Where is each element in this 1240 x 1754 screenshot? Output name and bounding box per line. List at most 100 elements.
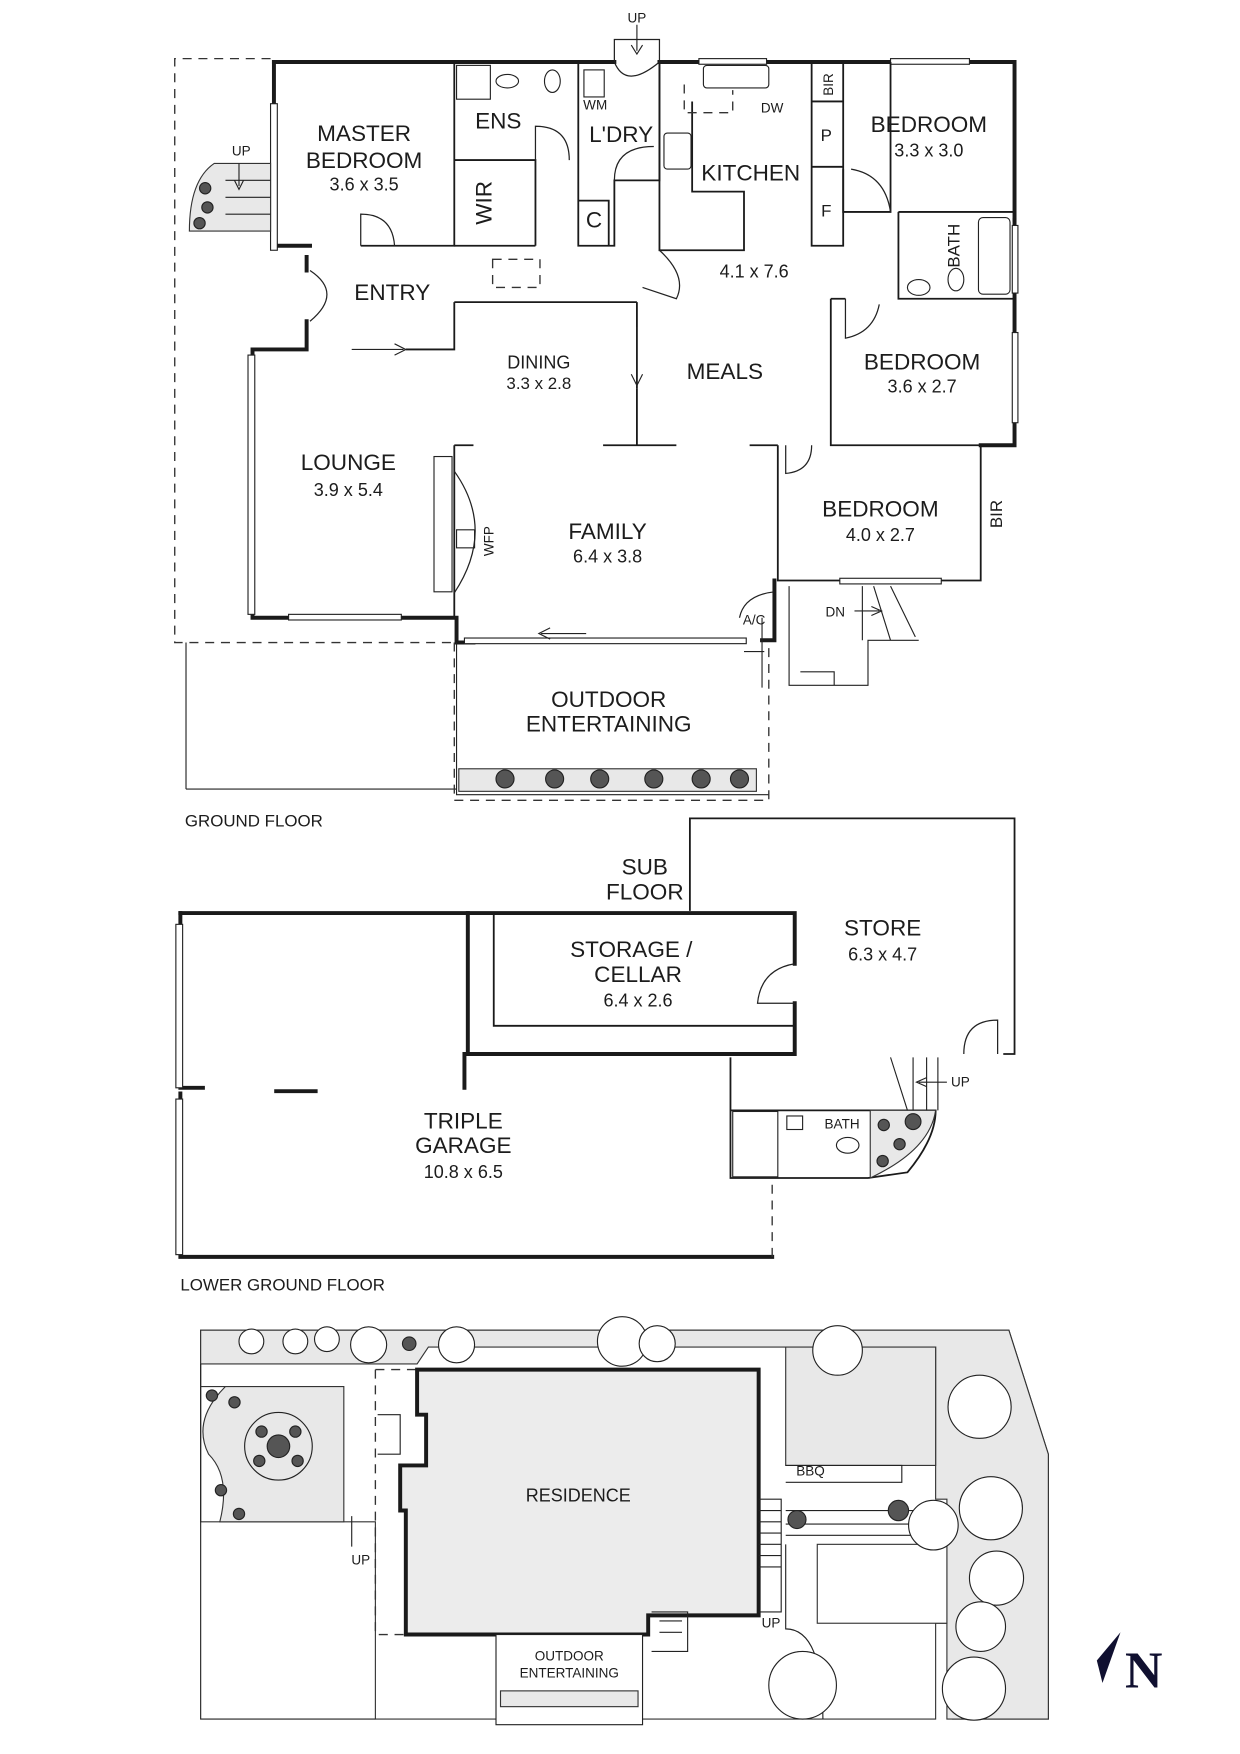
stairs-down-label: DN <box>826 605 846 620</box>
planter-bed <box>499 1690 639 1708</box>
lower-ground-floor-title: LOWER GROUND FLOOR <box>180 1276 385 1295</box>
shrub-icon <box>887 1499 910 1522</box>
shrub-icon <box>228 1396 241 1409</box>
garage-label: GARAGE <box>415 1133 511 1158</box>
bedroom-3-dims: 4.0 x 2.7 <box>846 525 915 545</box>
door-swing <box>844 298 880 339</box>
exterior-wall <box>271 60 1017 222</box>
interior-wall <box>465 911 797 1056</box>
entry-label: ENTRY <box>354 280 430 305</box>
shrub-icon <box>401 1336 417 1352</box>
store-dims: 6.3 x 4.7 <box>848 944 917 964</box>
outdoor-label: ENTERTAINING <box>526 712 692 737</box>
site-outdoor-label: OUTDOOR <box>535 1648 604 1663</box>
terrace-lines <box>785 1464 936 1536</box>
shrub-icon <box>877 1118 890 1132</box>
storage-label: STORAGE / <box>570 937 693 962</box>
meals-label: MEALS <box>687 359 763 384</box>
door-swing <box>850 168 892 213</box>
joinery <box>810 61 845 247</box>
hearth <box>433 455 453 593</box>
window <box>269 103 278 251</box>
door-swing <box>309 270 328 322</box>
shrub-icon <box>545 769 565 789</box>
planter-shrubs <box>495 769 750 789</box>
door-swing <box>360 213 396 246</box>
door-swing <box>756 963 795 1004</box>
fireplace-label: WFP <box>482 526 497 556</box>
fireplace-hearth-arc <box>453 470 476 594</box>
fireplace-icon <box>455 529 476 549</box>
tree-icon <box>238 1328 265 1355</box>
family-label: FAMILY <box>568 519 646 544</box>
arrow-icon <box>915 1077 947 1088</box>
shrub-icon <box>201 201 214 214</box>
storage-dims: 6.4 x 2.6 <box>603 991 672 1011</box>
shower-icon <box>455 64 491 100</box>
window <box>889 58 971 65</box>
garage-dims: 10.8 x 6.5 <box>424 1162 503 1182</box>
basin-icon <box>786 1115 804 1131</box>
window <box>698 58 768 65</box>
window <box>247 354 256 615</box>
stairs-up-label: UP <box>762 1616 781 1631</box>
tree-icon <box>350 1326 388 1364</box>
window <box>1011 331 1019 424</box>
interior-wall <box>578 199 610 246</box>
stairs-up <box>890 1057 939 1111</box>
stairs-up-left <box>225 179 271 215</box>
store-label: STORE <box>844 916 921 941</box>
shrub-icon <box>266 1434 291 1459</box>
basin-icon <box>495 73 520 89</box>
shrub-icon <box>232 1507 246 1521</box>
ground-floor-plan: MASTER BEDROOM 3.6 x 3.5 ENS WIR L'DRY W… <box>174 11 1019 830</box>
tree-icon <box>313 1326 340 1353</box>
wir-label: WIR <box>471 181 496 225</box>
shrub-icon <box>590 769 610 789</box>
exterior-wall <box>271 60 312 248</box>
window <box>1011 224 1019 294</box>
tree-icon <box>282 1328 309 1355</box>
shrub-icon <box>893 1137 906 1151</box>
paved-area <box>816 1543 948 1624</box>
window <box>839 577 942 585</box>
sub-floor-label: SUB <box>622 855 668 880</box>
lower-ground-floor-plan: SUB FLOOR STORAGE / CELLAR 6.4 x 2.6 STO… <box>175 817 1016 1295</box>
shrub-icon <box>255 1425 268 1438</box>
tree-icon <box>638 1325 676 1363</box>
family-dims: 6.4 x 3.8 <box>573 546 642 566</box>
dining-dims: 3.3 x 2.8 <box>506 374 571 393</box>
stairs <box>351 1414 401 1547</box>
door-swing <box>534 125 570 161</box>
residence-footprint <box>398 1367 761 1637</box>
arrow-icon <box>233 163 245 191</box>
arrow-icon <box>630 24 644 56</box>
tree-icon <box>947 1374 1012 1439</box>
ensuite-label: ENS <box>475 109 521 134</box>
interior-wall <box>829 297 981 447</box>
lounge-label: LOUNGE <box>301 450 396 475</box>
site-boundary <box>200 1363 376 1720</box>
cooktop-icon <box>663 132 692 170</box>
laundry-label: L'DRY <box>589 122 653 147</box>
shrub-icon <box>198 182 212 195</box>
feature-garden-circle <box>244 1411 313 1481</box>
sliding-door <box>463 637 747 645</box>
bath-label: BATH <box>944 224 963 268</box>
shrub-icon <box>729 769 750 789</box>
door-swing <box>785 445 813 475</box>
tree-icon <box>955 1601 1007 1652</box>
deck-boundary <box>453 642 770 802</box>
shrub-icon <box>214 1484 228 1497</box>
exterior-wall <box>760 578 777 643</box>
garage-door <box>175 1098 184 1256</box>
door-swing <box>613 145 654 181</box>
pantry-label: P <box>821 126 832 145</box>
master-bedroom-label: BEDROOM <box>306 148 422 173</box>
basin-icon <box>906 278 931 296</box>
shrub-icon <box>691 769 711 789</box>
fridge-label: F <box>821 201 831 220</box>
exterior-wall <box>178 911 318 1094</box>
sub-floor-label: FLOOR <box>606 880 684 905</box>
arrow-icon <box>854 605 883 616</box>
